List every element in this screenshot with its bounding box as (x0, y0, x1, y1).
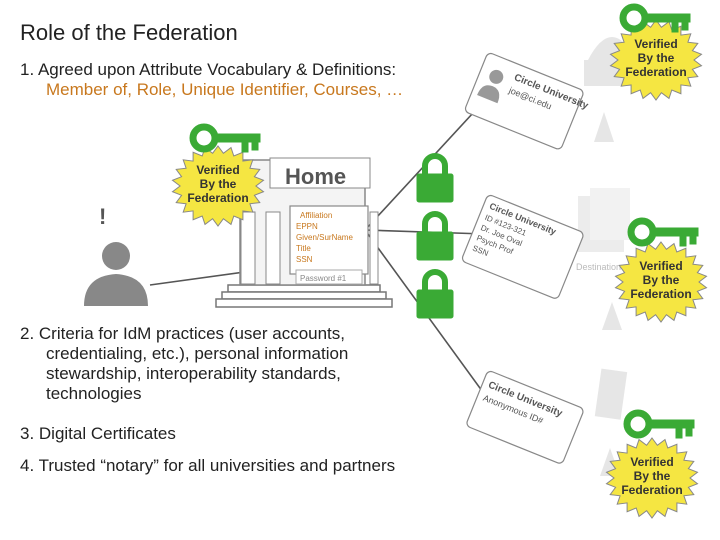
point-1-sub: Member of, Role, Unique Identifier, Cour… (46, 80, 404, 99)
lock-icon (417, 272, 453, 318)
point-2-line-3: stewardship, interoperability standards, (46, 364, 341, 383)
point-2: 2. Criteria for IdM practices (user acco… (20, 324, 348, 404)
home-label-box (269, 157, 371, 189)
building-step (221, 291, 387, 300)
password-label: Password #1 (300, 274, 347, 283)
badge-mid-line-1: Verified (639, 259, 682, 273)
starburst-badge-top (609, 19, 703, 101)
column (240, 211, 256, 285)
point-1-text: 1. Agreed upon Attribute Vocabulary & De… (20, 60, 397, 79)
destination-label: Destination (576, 262, 621, 272)
starburst-badge-home (171, 145, 265, 227)
key-icon (193, 127, 260, 152)
lock-icon (417, 156, 453, 202)
password-box (295, 269, 363, 285)
badge-mid-line-2: By the (643, 273, 680, 287)
document-icon (590, 188, 630, 240)
id-card-bottom: Circle University Anonymous ID# (466, 370, 584, 464)
point-2-line-2: credentialing, etc.), personal informati… (46, 344, 349, 363)
column (369, 211, 379, 285)
point-3: 3. Digital Certificates (20, 424, 176, 443)
building-step (227, 284, 381, 293)
home-field-affiliation: Affiliation (300, 211, 332, 220)
home-field-name: Given/SurName (296, 233, 353, 242)
badge-home-line-1: Verified (196, 163, 239, 177)
badge-top-line-2: By the (638, 51, 675, 65)
lock-icon (417, 214, 453, 260)
flame-icon (594, 112, 614, 142)
id-card-top: Circle University joe@ci.edu (464, 52, 590, 150)
badge-bottom-line-1: Verified (630, 455, 673, 469)
building-step (215, 298, 393, 308)
badge-bottom-line-2: By the (634, 469, 671, 483)
home-field-title: Title (296, 244, 311, 253)
starburst-badge-bottom (605, 437, 699, 519)
key-icon (627, 413, 694, 438)
column (265, 211, 281, 285)
point-2-line-1: 2. Criteria for IdM practices (user acco… (20, 324, 346, 343)
badge-top-line-3: Federation (625, 65, 686, 79)
alert-mark: ! (99, 204, 106, 229)
point-4: 4. Trusted “notary” for all universities… (20, 456, 396, 475)
id-card-mid: Circle University ID #123-321 Dr. Joe Ov… (461, 194, 584, 299)
badge-mid-line-3: Federation (630, 287, 691, 301)
home-field-ssn: SSN (296, 255, 313, 264)
home-field-eppn: EPPN (296, 222, 318, 231)
key-icon (631, 221, 698, 246)
badge-top-line-1: Verified (634, 37, 677, 51)
point-1: 1. Agreed upon Attribute Vocabulary & De… (20, 60, 403, 100)
user-icon (84, 242, 148, 306)
point-2-line-4: technologies (46, 384, 142, 403)
page-title: Role of the Federation (20, 20, 238, 45)
badge-home-line-3: Federation (187, 191, 248, 205)
badge-home-line-2: By the (200, 177, 237, 191)
home-label: Home (285, 164, 346, 189)
starburst-badge-mid (614, 241, 708, 323)
flame-icon (602, 302, 622, 330)
document-icon (578, 196, 624, 252)
book-icon (594, 368, 628, 420)
badge-bottom-line-3: Federation (621, 483, 682, 497)
attribute-panel (289, 205, 369, 275)
